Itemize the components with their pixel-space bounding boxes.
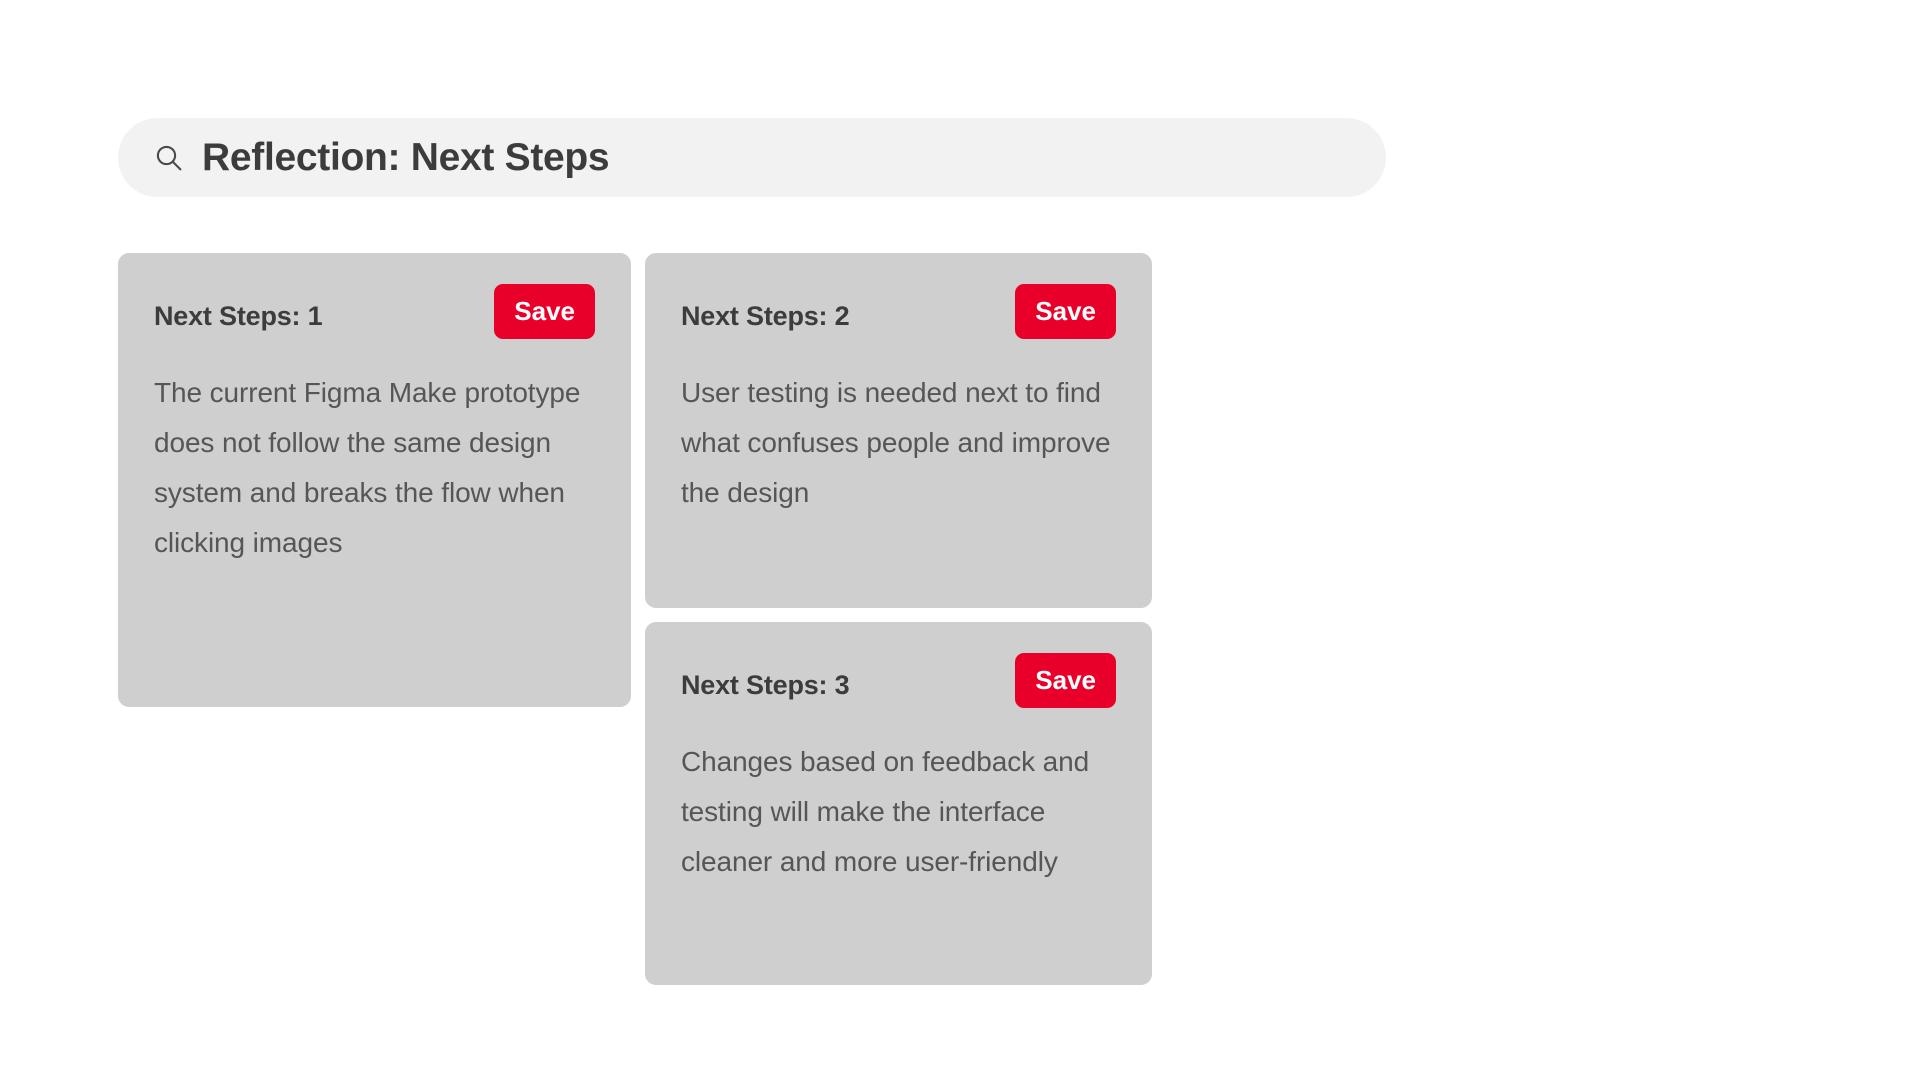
save-button[interactable]: Save: [1015, 653, 1116, 708]
next-steps-card-3[interactable]: Next Steps: 3 Save Changes based on feed…: [645, 622, 1152, 985]
card-title: Next Steps: 2: [681, 301, 850, 331]
save-button[interactable]: Save: [1015, 284, 1116, 339]
card-header: Next Steps: 3 Save: [681, 653, 1116, 714]
card-title: Next Steps: 3: [681, 670, 850, 700]
next-steps-card-2[interactable]: Next Steps: 2 Save User testing is neede…: [645, 253, 1152, 608]
page-title: Reflection: Next Steps: [202, 136, 610, 179]
card-column-right: Next Steps: 2 Save User testing is neede…: [645, 253, 1152, 985]
card-title: Next Steps: 1: [154, 301, 323, 331]
search-icon: [154, 143, 184, 173]
card-column-left: Next Steps: 1 Save The current Figma Mak…: [118, 253, 631, 707]
next-steps-card-1[interactable]: Next Steps: 1 Save The current Figma Mak…: [118, 253, 631, 707]
card-body-text: User testing is needed next to find what…: [681, 377, 1111, 508]
card-header: Next Steps: 2 Save: [681, 284, 1116, 345]
card-header: Next Steps: 1 Save: [154, 284, 595, 345]
card-body-text: The current Figma Make prototype does no…: [154, 377, 581, 558]
save-button[interactable]: Save: [494, 284, 595, 339]
card-body-text: Changes based on feedback and testing wi…: [681, 746, 1090, 877]
search-bar[interactable]: Reflection: Next Steps: [118, 118, 1386, 197]
